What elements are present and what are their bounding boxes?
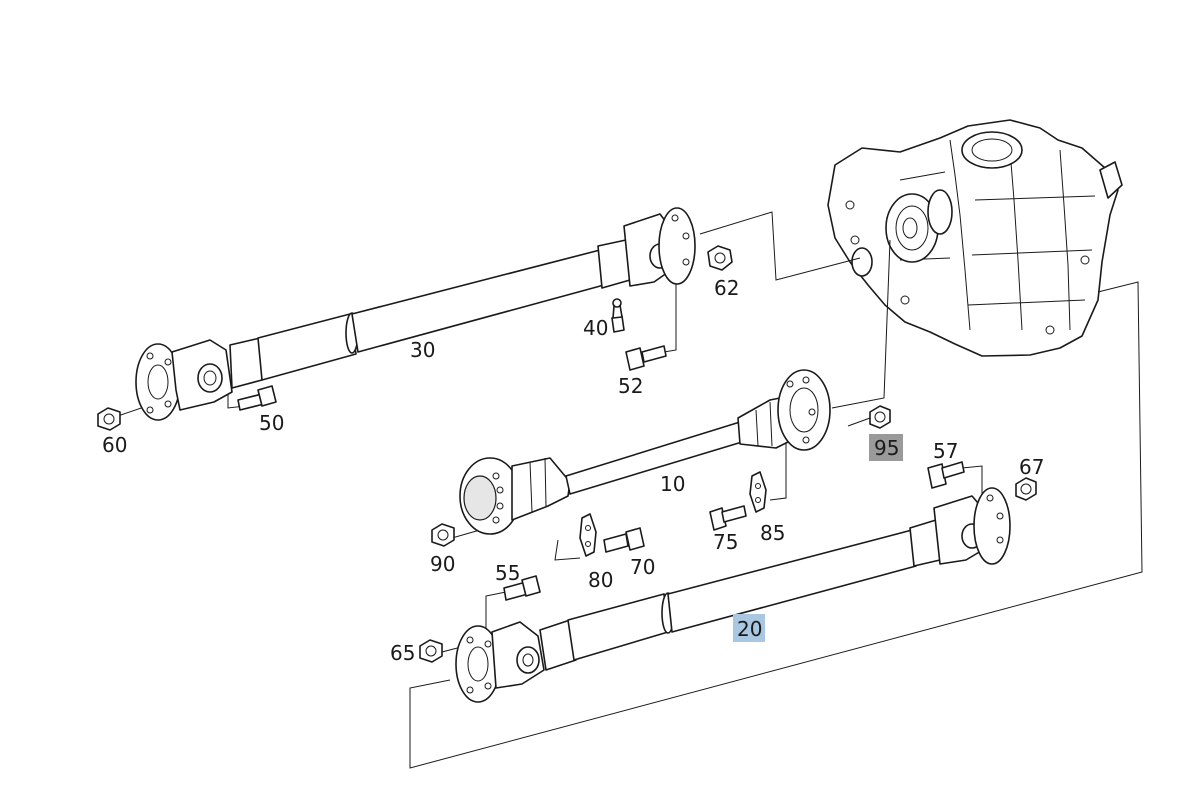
nut-60[interactable] <box>97 407 121 431</box>
nut-65[interactable] <box>419 639 443 663</box>
callout-90[interactable]: 90 <box>430 552 455 576</box>
bolt-52[interactable] <box>625 345 667 371</box>
nut-67[interactable] <box>1015 477 1037 501</box>
callout-30[interactable]: 30 <box>410 338 435 362</box>
callout-60[interactable]: 60 <box>102 433 127 457</box>
nut-62[interactable] <box>707 245 733 271</box>
bolt-57[interactable] <box>927 461 965 489</box>
callout-57[interactable]: 57 <box>933 439 958 463</box>
nut-90[interactable] <box>431 523 455 547</box>
lock-plate-80[interactable] <box>579 513 597 557</box>
callout-40[interactable]: 40 <box>583 316 608 340</box>
grease-nipple-40[interactable] <box>611 298 625 333</box>
drive-shaft-10[interactable] <box>459 369 831 535</box>
bolt-75[interactable] <box>709 505 747 531</box>
callout-highlight-20 <box>733 614 765 642</box>
callout-highlight-95 <box>869 434 903 461</box>
callout-62[interactable]: 62 <box>714 276 739 300</box>
bolt-55[interactable] <box>503 575 541 601</box>
callout-75[interactable]: 75 <box>713 530 738 554</box>
callout-65[interactable]: 65 <box>390 641 415 665</box>
callout-80[interactable]: 80 <box>588 568 613 592</box>
callout-95[interactable]: 95 <box>874 436 899 460</box>
callout-70[interactable]: 70 <box>630 555 655 579</box>
callout-85[interactable]: 85 <box>760 521 785 545</box>
callout-10[interactable]: 10 <box>660 472 685 496</box>
propeller-shaft-30[interactable] <box>135 207 696 421</box>
callout-50[interactable]: 50 <box>259 411 284 435</box>
transfer-case-housing <box>827 119 1123 357</box>
callout-67[interactable]: 67 <box>1019 455 1044 479</box>
bolt-70[interactable] <box>603 527 645 553</box>
nut-95[interactable] <box>869 405 891 429</box>
lock-plate-85[interactable] <box>749 471 767 513</box>
callout-55[interactable]: 55 <box>495 561 520 585</box>
callout-20[interactable]: 20 <box>737 617 762 641</box>
propeller-shaft-20[interactable] <box>455 487 1011 703</box>
callout-52[interactable]: 52 <box>618 374 643 398</box>
bolt-50[interactable] <box>237 385 277 411</box>
